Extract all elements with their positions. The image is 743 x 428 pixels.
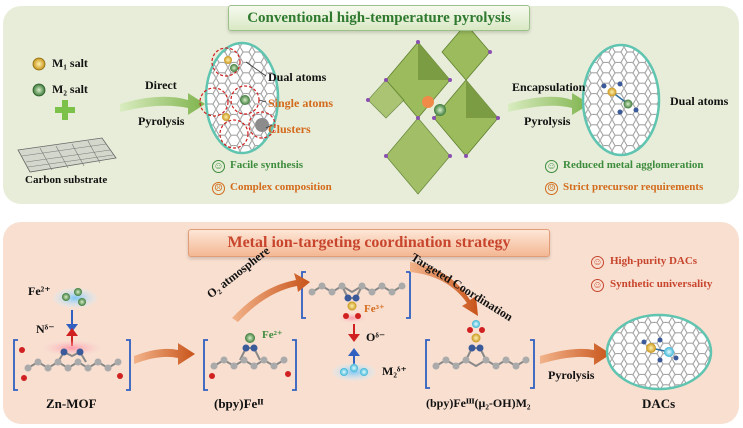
- complex-composition-label: Complex composition: [230, 181, 332, 193]
- sad-face-icon: ☹: [212, 182, 225, 195]
- m2-delta-label: M₂ᵟ⁺: [382, 364, 407, 378]
- m2-salt-ball: [32, 83, 46, 97]
- zn-mof-structure: [13, 339, 131, 391]
- dacs-ellipse: [605, 313, 713, 391]
- o2-arrow: [232, 273, 310, 322]
- fe2-label: Fe²⁺: [28, 284, 51, 298]
- single-atoms-label: Single atoms: [268, 96, 334, 110]
- n-delta-label: Nᵟ⁻: [36, 322, 55, 336]
- universality-label: Synthetic universality: [610, 278, 713, 290]
- bpy-fe2-ion-label: Fe²⁺: [262, 329, 283, 341]
- o-delta-label: Oᵟ⁻: [366, 330, 386, 344]
- bpy-feiii-o-structure: [301, 271, 411, 323]
- pyrolysis-arrow-bottom: [540, 343, 611, 365]
- arrow-1: [134, 343, 195, 365]
- m2-salt-label: M₂ salt: [52, 82, 88, 96]
- encapsulation-arrow: [508, 93, 590, 115]
- happy-face-icon: ☺: [212, 160, 225, 173]
- fe3-label: Fe³⁺: [364, 303, 385, 315]
- pyrolysis-label-1: Pyrolysis: [138, 114, 185, 128]
- bpy-feiii-oh-m2-label: (bpy)Feᴵᴵᴵ(μ₂-OH)M₂: [426, 396, 531, 410]
- happy-face-icon-3: ☺: [591, 256, 604, 269]
- pyrolysis-label-2: Pyrolysis: [524, 114, 571, 128]
- dual-atom-ellipse: [581, 43, 661, 157]
- dual-atoms-label-1: Dual atoms: [268, 70, 327, 84]
- clusters-label: Clusters: [268, 122, 311, 136]
- zn-mof-label: Zn-MOF: [46, 396, 97, 411]
- dacs-label: DACs: [642, 396, 676, 411]
- high-purity-label: High-purity DACs: [610, 255, 698, 267]
- facile-synthesis-label: Facile synthesis: [230, 159, 304, 171]
- strict-requirements-label: Strict precursor requirements: [563, 181, 704, 193]
- carbon-substrate-label: Carbon substrate: [25, 174, 108, 186]
- reduced-agglomeration-label: Reduced metal agglomeration: [563, 159, 704, 171]
- happy-face-icon-2: ☺: [545, 160, 558, 173]
- m1-salt-ball: [32, 57, 46, 71]
- dual-atoms-label-2: Dual atoms: [670, 94, 729, 108]
- targeted-coordination-arrow: [410, 262, 478, 316]
- m1-salt-label: M₁ salt: [52, 56, 88, 70]
- sad-face-icon-2: ☹: [545, 182, 558, 195]
- carbon-substrate-sheet: [17, 137, 117, 173]
- direct-label: Direct: [145, 78, 177, 92]
- bpy-feii-structure: [203, 333, 297, 391]
- bpy-feiii-oh-m2-structure: [425, 320, 535, 389]
- octahedron-framework: [366, 22, 500, 195]
- direct-pyrolysis-arrow: [120, 93, 205, 115]
- encapsulation-label: Encapsulation: [512, 80, 586, 94]
- bottom-banner-title: Metal ion-targeting coordination strateg…: [188, 229, 550, 257]
- pyrolysis-label-bottom: Pyrolysis: [548, 368, 595, 382]
- top-banner-title: Conventional high-temperature pyrolysis: [228, 5, 530, 31]
- mixed-products-ellipse: [199, 41, 280, 155]
- plus-icon: [55, 100, 75, 120]
- bpy-feii-label: (bpy)Feᴵᴵ: [214, 396, 264, 411]
- fe2-cloud: [53, 288, 97, 308]
- happy-face-icon-4: ☺: [591, 279, 604, 292]
